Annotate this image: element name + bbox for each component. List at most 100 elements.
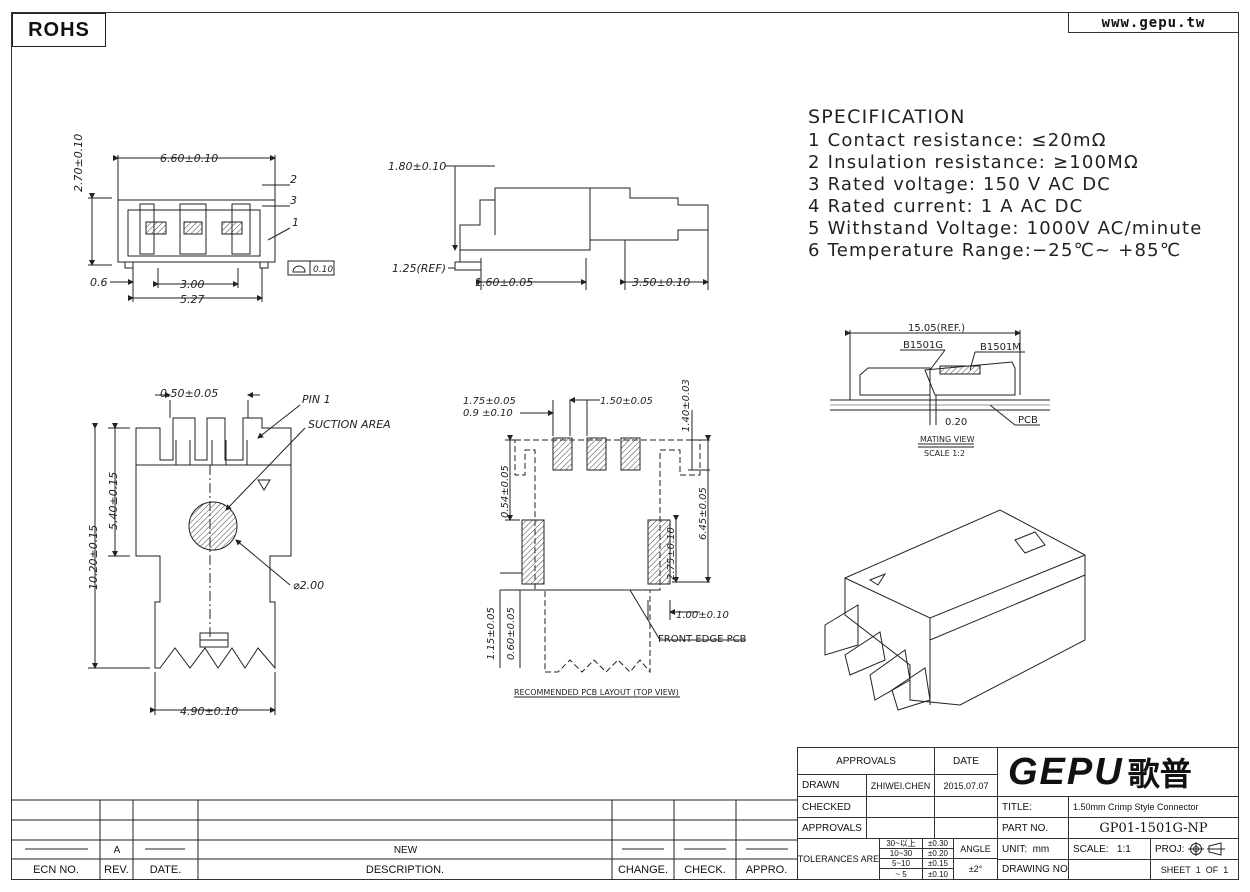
- dim-text: 10.20±0.15: [87, 525, 100, 590]
- dim-text: 0.50±0.05: [160, 387, 218, 400]
- tol-value: ±0.10: [922, 868, 954, 880]
- callout-text: 3: [290, 194, 297, 207]
- approvals-date: [934, 817, 998, 839]
- rohs-badge: ROHS: [12, 13, 106, 47]
- logo-cn-text: 歌普: [1127, 755, 1192, 793]
- checked-value: [866, 796, 935, 818]
- dim-text: 1.60±0.05: [475, 276, 533, 289]
- website-label: www.gepu.tw: [1068, 13, 1238, 33]
- mating-view: [830, 330, 1050, 448]
- approvals-label: APPROVALS: [797, 817, 867, 839]
- spec-item: 4 Rated current: 1 A AC DC: [808, 196, 1084, 217]
- scale-label: SCALE:: [1073, 843, 1109, 855]
- dim-text: 5.27: [180, 293, 205, 306]
- approvals-value: [866, 817, 935, 839]
- scale-cell: SCALE: 1:1: [1068, 838, 1151, 860]
- dim-text: 2.75±0.10: [666, 527, 677, 580]
- dim-text: 0.6: [90, 276, 108, 289]
- sheet-label: SHEET: [1160, 864, 1191, 875]
- front-view: [88, 155, 335, 302]
- flatness-value: 0.10: [313, 265, 333, 275]
- dim-text: 4.90±0.10: [180, 705, 238, 718]
- dim-text: 2.70±0.10: [72, 134, 85, 192]
- dim-text: 1.40±0.03: [681, 379, 692, 432]
- dim-text: 1.75±0.05: [463, 396, 516, 407]
- hdr-date: DATE.: [149, 863, 182, 876]
- dim-text: 1.00±0.10: [676, 610, 729, 621]
- spec-item: 5 Withstand Voltage: 1000V AC/minute: [808, 218, 1203, 239]
- hdr-check: CHECK.: [684, 863, 726, 876]
- hdr-change: CHANGE.: [617, 863, 669, 876]
- sheet-value: 1: [1195, 864, 1201, 875]
- rev-value: A: [113, 844, 121, 856]
- dim-text: 3.00: [180, 278, 205, 291]
- dim-text: 1.80±0.10: [388, 160, 446, 173]
- drawing-no-label: DRAWING NO.: [997, 859, 1069, 880]
- title-value: 1.50mm Crimp Style Connector: [1068, 796, 1239, 818]
- callout-text: B1501M: [980, 342, 1021, 353]
- drawn-by: ZHIWEI.CHEN: [866, 774, 935, 797]
- checked-date: [934, 796, 998, 818]
- logo-text: GEPU: [1008, 750, 1124, 793]
- dim-text: 3.50±0.10: [632, 276, 690, 289]
- dim-text: 0.60±0.05: [506, 607, 517, 660]
- approvals-header: APPROVALS: [797, 747, 935, 775]
- angle-label: ANGLE: [953, 838, 998, 859]
- dim-text: 0.20: [945, 417, 967, 428]
- callout-text: PIN 1: [302, 393, 331, 406]
- projection-symbol-icon: [1188, 842, 1226, 856]
- side-view: [445, 165, 709, 290]
- dim-text: 1.15±0.05: [486, 607, 497, 660]
- spec-title: SPECIFICATION: [808, 106, 966, 128]
- spec-item: 1 Contact resistance: ≤20mΩ: [808, 130, 1107, 151]
- dim-text: 1.50±0.05: [600, 396, 653, 407]
- proj-cell: PROJ:: [1150, 838, 1239, 860]
- date-header: DATE: [934, 747, 998, 775]
- hdr-description: DESCRIPTION.: [365, 863, 445, 876]
- caption-text: RECOMMENDED PCB LAYOUT (TOP VIEW): [514, 688, 679, 697]
- of-label: OF: [1205, 864, 1219, 875]
- unit-cell: UNIT: mm: [997, 838, 1069, 860]
- callout-text: SUCTION AREA: [308, 418, 391, 431]
- hdr-ecn: ECN NO.: [33, 863, 79, 876]
- company-logo: GEPU 歌普: [997, 747, 1239, 797]
- drawn-date: 2015.07.07: [934, 774, 998, 797]
- callout-text: 2: [290, 173, 297, 186]
- part-value: GP01-1501G-NP: [1068, 817, 1239, 839]
- spec-item: 3 Rated voltage: 150 V AC DC: [808, 174, 1112, 195]
- title-label: TITLE:: [997, 796, 1069, 818]
- drawing-frame: [11, 12, 1239, 880]
- caption-text: SCALE 1:2: [924, 449, 965, 458]
- hdr-appro: APPRO.: [745, 863, 788, 876]
- spec-item: 6 Temperature Range:−25℃~ +85℃: [808, 240, 1182, 261]
- specification-block: SPECIFICATION 1 Contact resistance: ≤20m…: [808, 106, 1228, 262]
- hdr-rev: REV.: [104, 863, 129, 876]
- of-value: 1: [1223, 864, 1229, 875]
- unit-value: mm: [1032, 843, 1050, 855]
- part-label: PART NO.: [997, 817, 1069, 839]
- dim-text: 0.9 ±0.10: [463, 408, 513, 419]
- angle-value: ±2°: [953, 858, 998, 880]
- callout-text: B1501G: [903, 340, 943, 351]
- isometric-view: [824, 509, 1086, 711]
- callout-text: FRONT EDGE PCB: [658, 634, 747, 645]
- sheet-cell: SHEET 1 OF 1: [1150, 859, 1239, 880]
- tol-range: ~ 5: [879, 868, 923, 880]
- checked-label: CHECKED: [797, 796, 867, 818]
- caption-text: MATING VIEW: [920, 435, 975, 444]
- rev-description: NEW: [393, 844, 418, 856]
- dim-text: 6.45±0.05: [698, 487, 709, 540]
- callout-text: PCB: [1018, 415, 1038, 426]
- dim-text: 1.25(REF): [392, 262, 446, 275]
- tolerances-label: TOLERANCES ARE: [797, 838, 880, 880]
- dim-text: 6.60±0.10: [160, 152, 218, 165]
- scale-value: 1:1: [1116, 843, 1131, 855]
- proj-label: PROJ:: [1155, 843, 1185, 855]
- dim-text: 15.05(REF.): [908, 323, 965, 334]
- top-view: [88, 392, 306, 715]
- unit-label: UNIT:: [1002, 843, 1027, 855]
- drawn-label: DRAWN: [797, 774, 867, 797]
- drawing-no-value: [1068, 859, 1151, 880]
- spec-item: 2 Insulation resistance: ≥100MΩ: [808, 152, 1139, 173]
